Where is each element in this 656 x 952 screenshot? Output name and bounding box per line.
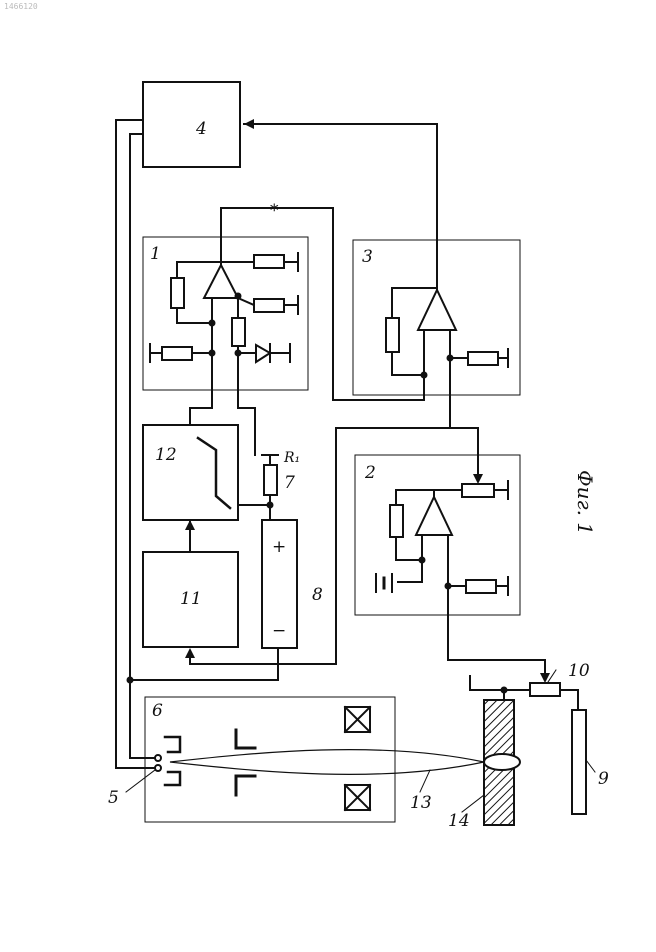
block-4-label: 4: [195, 119, 207, 139]
label-14: 14: [448, 811, 470, 831]
resistor-r1-7: R₁ 7: [262, 450, 300, 520]
electron-gun-6: 6: [145, 697, 395, 822]
block-12-label: 12: [155, 445, 177, 465]
block-2: 2: [355, 433, 520, 640]
sensor-resistor-10: [530, 683, 560, 696]
label-13: 13: [410, 793, 432, 813]
block-2-feedback-resistor: [390, 505, 403, 537]
block-1-resistor-mid: [254, 299, 284, 312]
electron-beam-13: [170, 750, 484, 775]
label-5: 5: [108, 788, 119, 808]
block-6-label: 6: [152, 701, 163, 721]
block-11: 11: [143, 552, 238, 647]
block-1-resistor-left: [162, 347, 192, 360]
block-2-resistor: [466, 580, 496, 593]
block-2-opamp: [416, 497, 452, 535]
block-1-opamp: [204, 265, 238, 298]
block-1: 1: [143, 237, 308, 402]
block-1-diode: [256, 345, 270, 362]
star-mark: *: [270, 201, 279, 221]
block-12: 12: [143, 425, 238, 520]
block-12-characteristic: [198, 438, 230, 508]
block-3-resistor: [468, 352, 498, 365]
label-9: 9: [598, 769, 609, 789]
label-10: 10: [568, 661, 590, 681]
label-8: 8: [312, 585, 323, 605]
block-3-opamp: [418, 290, 456, 330]
block-1-resistor-input: [232, 318, 245, 346]
block-3-label: 3: [362, 247, 373, 267]
workpiece-14: 14: [448, 700, 520, 831]
figure-caption: Фиг. 1: [573, 470, 597, 535]
weld-pool: [484, 754, 520, 770]
power-supply-8: + − 8: [262, 520, 323, 648]
block-1-label: 1: [150, 244, 161, 264]
block-2-potentiometer: [462, 484, 494, 497]
block-11-label: 11: [180, 589, 202, 609]
block-2-label: 2: [364, 463, 376, 483]
block-4: 4: [143, 82, 240, 167]
block-1-feedback-resistor: [171, 278, 184, 308]
label-7: 7: [284, 473, 295, 493]
minus-sign: −: [272, 621, 286, 641]
block-3-feedback-resistor: [386, 318, 399, 352]
r1-label: R₁: [283, 450, 300, 466]
probe-9: 9: [572, 710, 609, 814]
block-1-resistor-top: [254, 255, 284, 268]
plus-sign: +: [272, 537, 286, 557]
